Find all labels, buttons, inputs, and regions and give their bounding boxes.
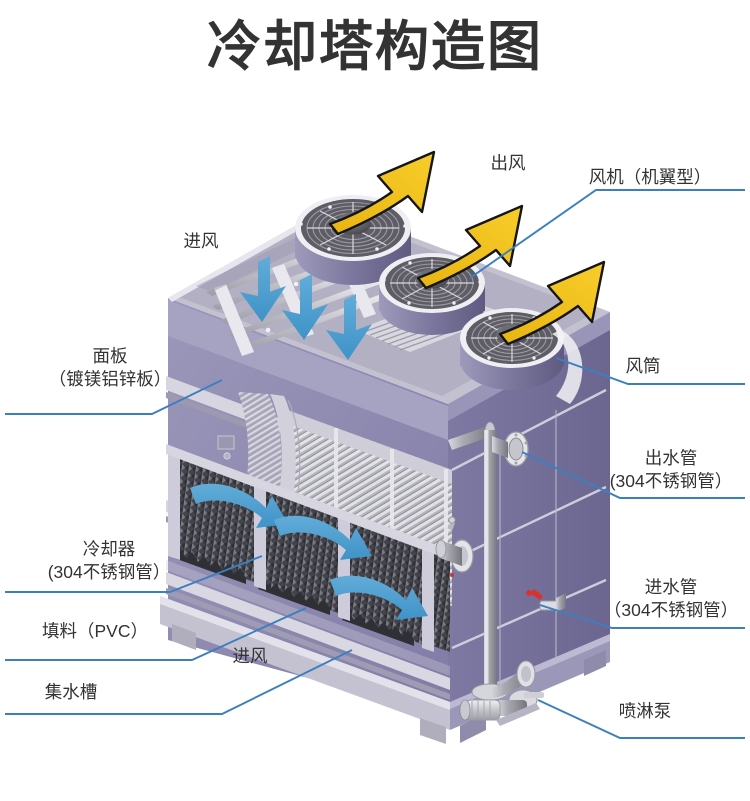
water-inlet-valve	[526, 589, 566, 612]
side-intake-arrows	[190, 483, 428, 620]
label-line-1: 进风	[183, 231, 219, 251]
label-air-inlet-bottom: 进风	[215, 645, 285, 668]
label-fan-airfoil: 风机（机翼型）	[570, 166, 730, 189]
label-line-1: 风机（机翼型）	[588, 167, 712, 187]
label-line-2: (304不锈钢管）	[47, 561, 171, 582]
leader-cooler	[5, 555, 263, 593]
label-water-inlet-pipe: 进水管 （304不锈钢管）	[596, 576, 746, 622]
leader-fan	[469, 189, 745, 279]
label-fan-stack: 风筒	[608, 355, 678, 378]
leader-stack	[555, 357, 745, 385]
leader-inlet-pipe	[539, 604, 745, 629]
spray-pump-unit	[459, 689, 544, 726]
label-line-1: 面板	[92, 346, 128, 366]
label-spray-pump: 喷淋泵	[600, 700, 690, 723]
label-line-1: 集水槽	[44, 682, 98, 702]
label-panel-plate: 面板 （镀镁铝锌板）	[30, 345, 190, 391]
mid-valve-cluster	[435, 516, 474, 577]
label-cooler-coil: 冷却器 (304不锈钢管）	[24, 538, 194, 584]
label-water-collection-basin: 集水槽	[26, 681, 116, 704]
water-outlet-flange	[492, 431, 529, 467]
label-line-1: 填料（PVC）	[42, 621, 148, 641]
label-line-1: 冷却器	[82, 539, 136, 559]
leader-outlet-pipe	[521, 451, 745, 499]
exhaust-air-arrows	[328, 150, 606, 346]
label-line-2: (304不锈钢管）	[609, 470, 733, 491]
riser-base-elbow	[471, 660, 536, 701]
label-air-outlet: 出风	[473, 152, 543, 175]
label-line-1: 出风	[490, 153, 526, 173]
piping-assembly	[435, 421, 566, 726]
label-water-outlet-pipe: 出水管 (304不锈钢管）	[596, 447, 746, 493]
label-line-1: 出水管	[644, 448, 698, 468]
page-title: 冷却塔构造图	[207, 17, 543, 77]
label-air-inlet-top: 进风	[166, 230, 236, 253]
label-line-1: 进风	[232, 646, 268, 666]
label-line-1: 喷淋泵	[618, 701, 672, 721]
leader-panel	[5, 379, 223, 415]
leader-fill	[5, 607, 307, 661]
label-line-2: （镀镁铝锌板）	[48, 368, 172, 389]
leader-basin	[5, 649, 353, 715]
leader-lines	[5, 189, 745, 739]
label-line-2: （304不锈钢管）	[603, 599, 739, 620]
top-intake-arrows	[240, 256, 372, 360]
label-fill-media-pvc: 填料（PVC）	[20, 620, 170, 643]
label-line-1: 风筒	[625, 356, 661, 376]
leader-pump	[537, 699, 745, 739]
label-line-1: 进水管	[644, 577, 698, 597]
